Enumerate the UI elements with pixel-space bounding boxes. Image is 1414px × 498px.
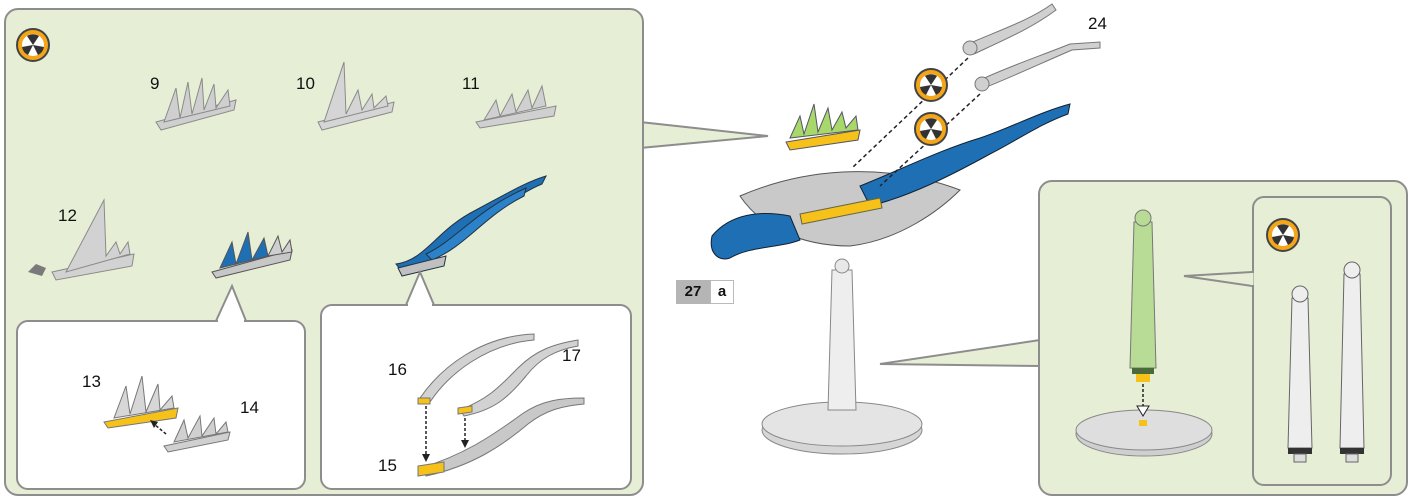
callout-pointer-stand [0,0,1414,498]
